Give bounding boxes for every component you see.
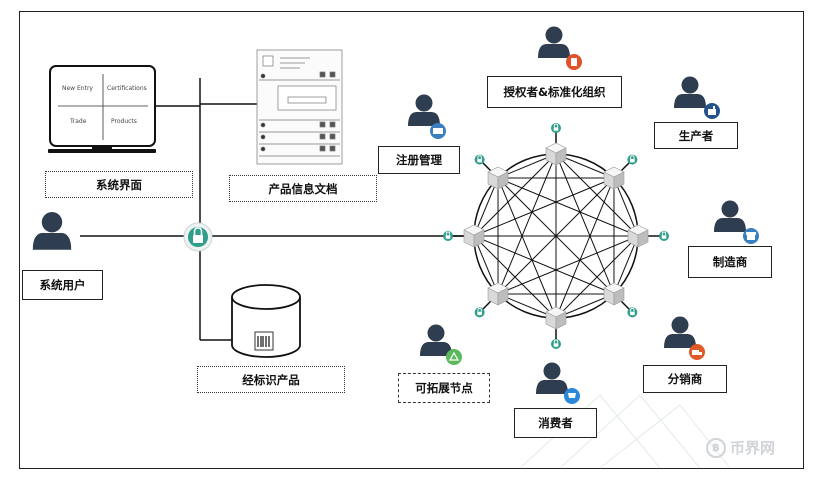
monitor-cell-products: Products [111,118,137,125]
mesh-link [473,235,557,319]
distributor-label: 分销商 [643,365,727,393]
network-node-cube [603,166,625,190]
extensible-node-person-icon [420,324,452,356]
manufacturer-person-icon [714,200,746,232]
node-lock-icon [550,338,562,350]
consumer-label: 消费者 [514,408,597,438]
central-lock-icon [183,222,213,252]
network-node-cube [545,306,567,330]
mesh-link [473,235,615,295]
network-node-cube [463,224,485,248]
connection-lines [80,78,468,341]
node-lock-icon [474,154,486,166]
factory-badge-icon [704,103,720,119]
network-node-cube [627,224,649,248]
mesh-link [497,235,639,295]
mesh-link [613,235,639,295]
producer-person-icon [674,76,706,108]
node-lock-icon [626,154,638,166]
node-lock-icon [442,230,454,242]
monitor-illustration [48,65,156,153]
monitor-cell-certifications: Certifications [107,85,147,92]
blockchain-network [442,122,670,350]
extensible-node-label: 可拓展节点 [398,373,490,403]
mesh-link [555,177,615,319]
cart-badge-icon [564,388,580,404]
mesh-link [613,177,639,237]
consumer-person-icon [536,362,568,394]
mesh-link [555,153,615,295]
distributor-person-icon [664,316,696,348]
network-node-cube [603,282,625,306]
document-badge-icon [566,54,582,70]
badge-icons [430,54,759,404]
producer-label: 生产者 [654,122,738,149]
system-ui-label: 系统界面 [45,171,193,198]
recycle-badge-icon [446,349,462,365]
node-lock-icon [550,122,562,134]
watermark-text: 币界网 [730,439,776,457]
system-user-person-icon [32,212,72,250]
mesh-link [473,235,499,295]
id-card-badge-icon [430,123,446,139]
network-node-cube [545,142,567,166]
node-lock-icon [474,306,486,318]
network-node-cube [487,282,509,306]
authority-label: 授权者&标准化组织 [487,76,622,108]
product-document-illustration [256,49,343,165]
network-node-cube [487,166,509,190]
product-doc-label: 产品信息文档 [229,175,377,202]
registration-person-icon [408,94,440,126]
mesh-link [473,177,615,237]
watermark: ฿ 币界网 [706,437,775,458]
authority-person-icon [538,26,570,58]
labeled-product-label: 经标识产品 [197,366,345,393]
watermark-logo-icon: ฿ [706,437,726,458]
monitor-cell-new-entry: New Entry [62,85,93,92]
store-badge-icon [743,228,759,244]
node-lock-icon [626,306,638,318]
mesh-link [497,177,639,237]
node-lock-icon [658,230,670,242]
mesh-link [497,153,557,295]
manufacturer-label: 制造商 [688,246,772,278]
system-user-label: 系统用户 [22,270,103,300]
mesh-link [473,177,499,237]
truck-badge-icon [689,344,705,360]
mesh-link [497,177,557,319]
registration-label: 注册管理 [378,146,460,174]
mesh-link [497,177,615,295]
database-cylinder [231,284,301,358]
monitor-cell-trade: Trade [70,118,87,125]
